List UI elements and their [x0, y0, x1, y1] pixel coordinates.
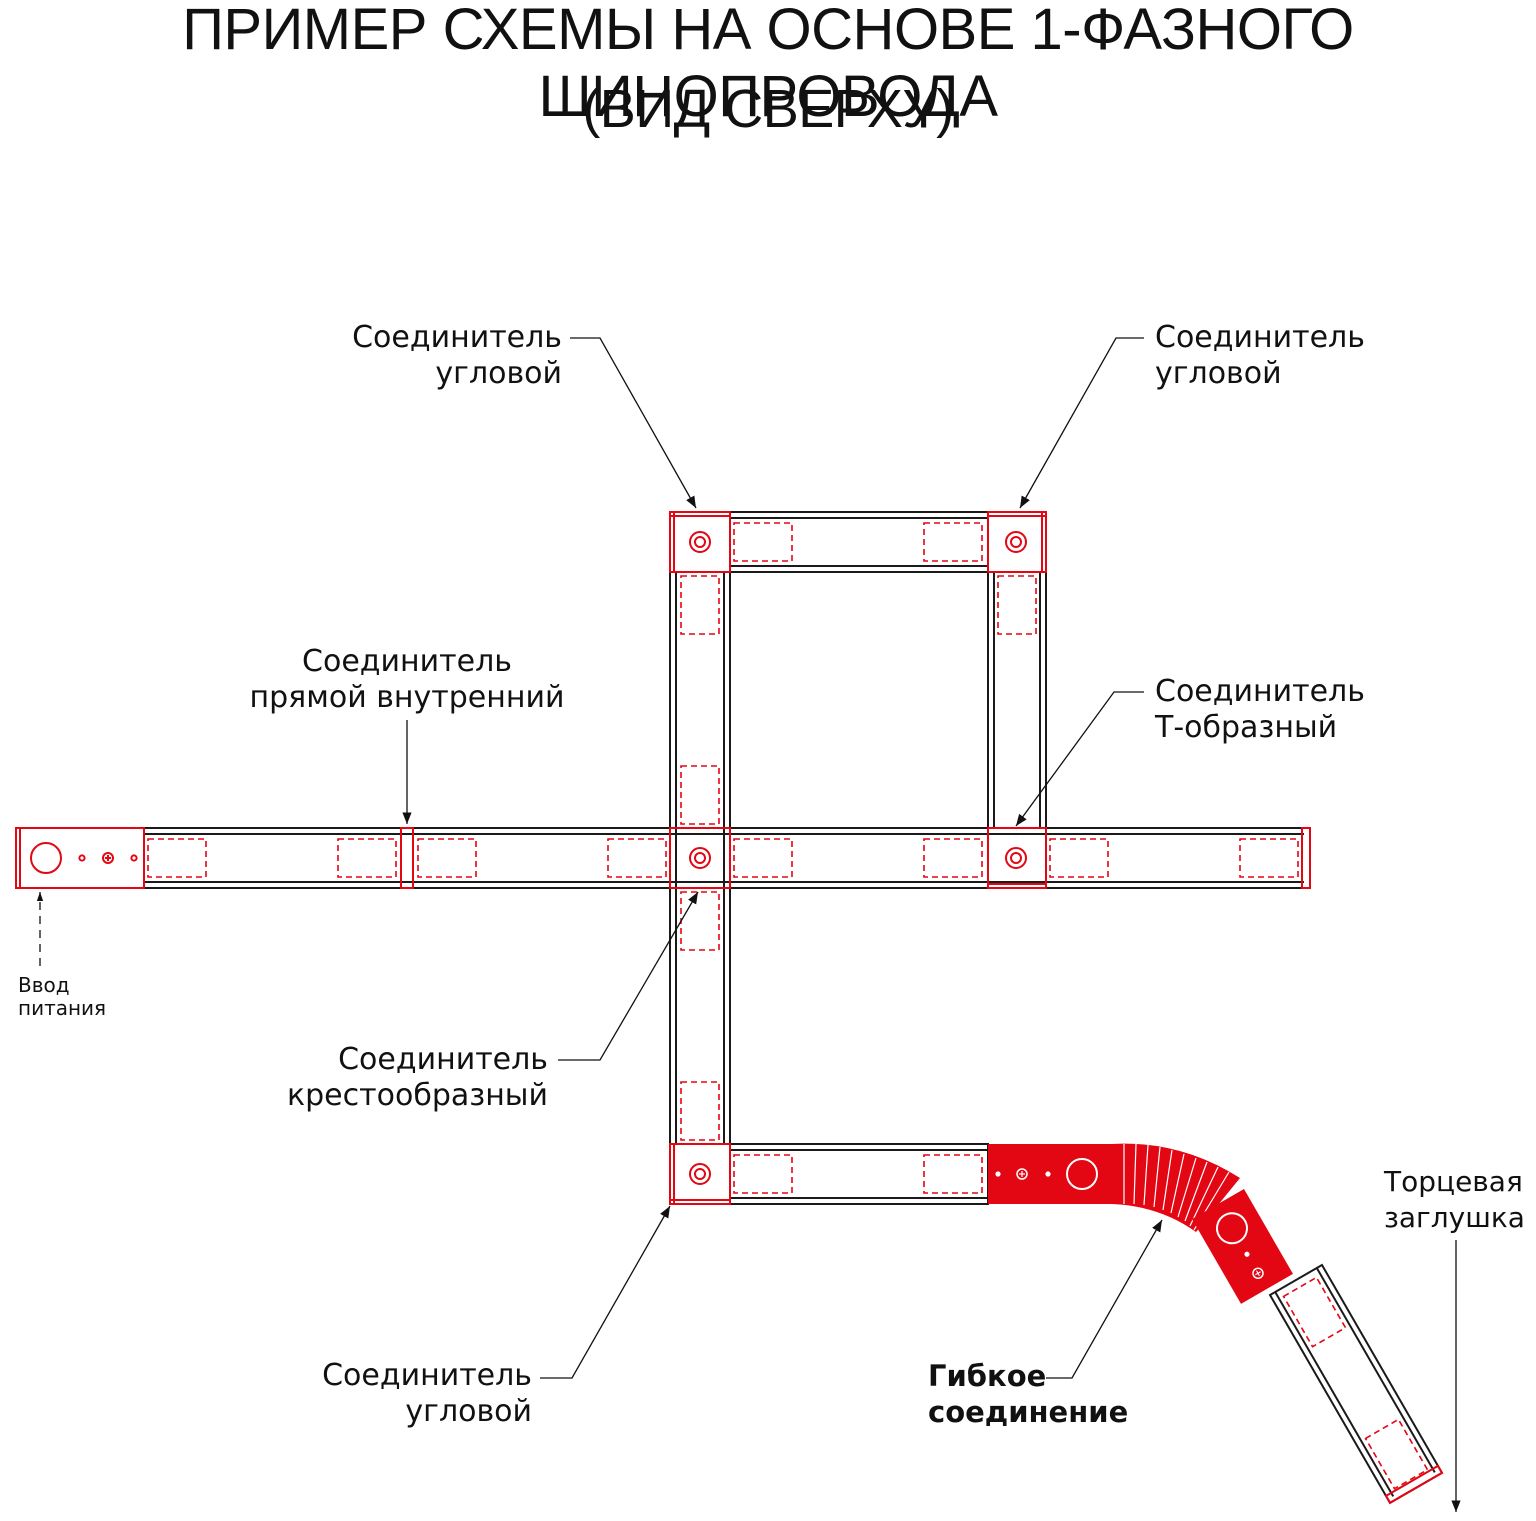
track-horizontal-bottom	[669, 1143, 989, 1205]
leader-cross	[558, 891, 699, 1061]
diagram-subtitle: (ВИД СВЕРХУ)	[582, 79, 954, 139]
hidden-inserts	[147, 522, 1429, 1490]
label-straight-inner: Соединитель прямой внутренний	[249, 644, 565, 715]
track-vertical-right	[987, 511, 1047, 889]
leader-t-shaped	[1015, 691, 1144, 827]
leader-flexible	[1046, 1219, 1163, 1379]
label-power-input: Ввод питания	[18, 973, 107, 1020]
leader-corner-top-right	[1019, 337, 1144, 509]
leader-corner-bottom	[540, 1205, 671, 1379]
cross-connector	[669, 827, 731, 889]
label-corner-bottom: Соединитель угловой	[322, 1358, 532, 1429]
power-input-connector	[15, 827, 145, 889]
label-cross: Соединитель крестообразный	[287, 1042, 548, 1113]
track-vertical-left	[669, 511, 731, 1205]
t-connector	[987, 827, 1047, 889]
leader-corner-top-left	[570, 337, 697, 509]
label-end-cap: Торцевая заглушка	[1384, 1165, 1525, 1234]
label-flexible: Гибкое соединение	[928, 1359, 1129, 1429]
track-horizontal-main	[15, 827, 1311, 889]
label-corner-top-left: Соединитель угловой	[352, 320, 562, 391]
straight-inner-connector	[400, 827, 414, 889]
track-angled	[1268, 1263, 1444, 1505]
end-cap-main	[1301, 827, 1311, 889]
corner-connector-bottom-left	[669, 1143, 731, 1205]
corner-connector-top-left	[669, 511, 731, 573]
label-t-shaped: Соединитель Т-образный	[1155, 674, 1365, 745]
flexible-joint	[988, 1143, 1293, 1304]
label-corner-top-right: Соединитель угловой	[1155, 320, 1365, 391]
diagram-title: ПРИМЕР СХЕМЫ НА ОСНОВЕ 1-ФАЗНОГО ШИНОПРО…	[182, 0, 1354, 129]
track-horizontal-top	[669, 511, 1047, 573]
corner-connector-top-right	[987, 511, 1047, 573]
end-cap-angled	[1384, 1464, 1444, 1505]
